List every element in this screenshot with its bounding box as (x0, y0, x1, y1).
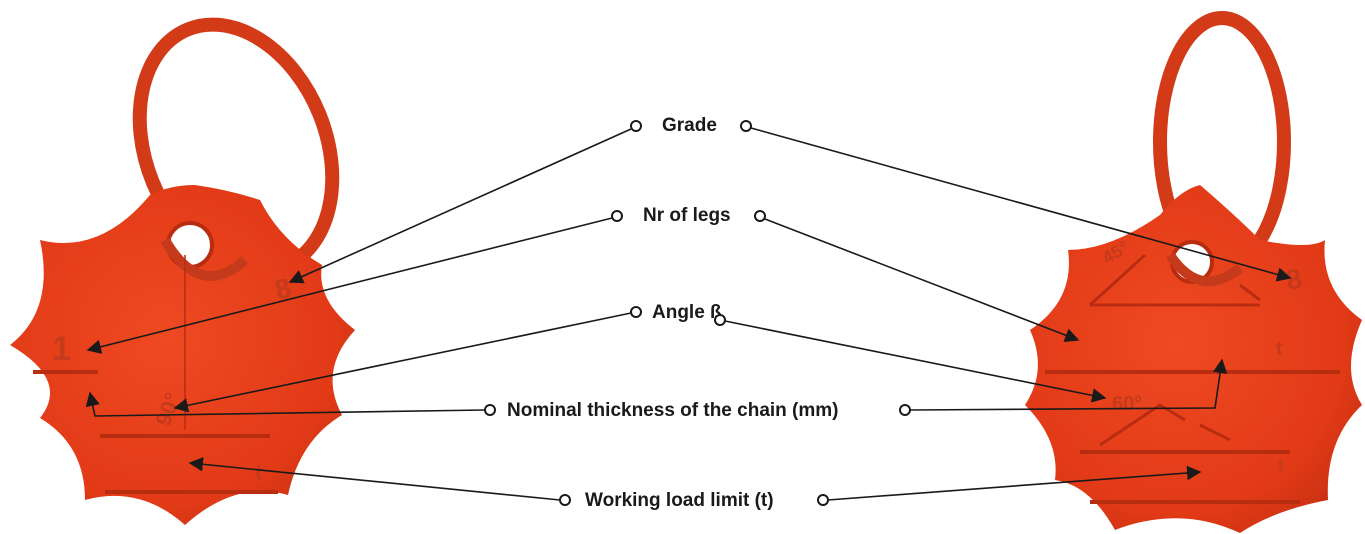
arrow-wll-left (188, 457, 561, 501)
left-tag: 8 1 90° t (10, 17, 355, 525)
arrow-angle-left (173, 312, 632, 413)
label-wll: Working load limit (t) (559, 490, 829, 511)
label-grade: Grade (630, 115, 752, 136)
arrow-thickness-right (909, 358, 1228, 411)
label-angle: Angle ß (630, 302, 726, 326)
label-thickness: Nominal thickness of the chain (mm) (484, 400, 911, 421)
arrow-thickness-left (85, 391, 486, 417)
label-wll-text: Working load limit (t) (585, 490, 774, 511)
connector-lines (85, 127, 1292, 501)
label-grade-text: Grade (662, 115, 717, 136)
arrow-wll-right (827, 465, 1202, 501)
label-thickness-text: Nominal thickness of the chain (mm) (507, 400, 839, 421)
label-legs: Nr of legs (611, 205, 766, 226)
left-tag-body (10, 185, 355, 525)
arrow-legs-right (764, 218, 1080, 343)
right-tag: 45° 8 t 60° t (1025, 11, 1362, 533)
arrow-grade-right (750, 127, 1292, 282)
arrow-angle-right (724, 320, 1107, 403)
right-angle-mark: 60° (1112, 393, 1142, 415)
arrow-grade-left (288, 128, 632, 284)
left-wll-mark: t (255, 460, 263, 485)
label-angle-text: Angle ß (652, 302, 722, 323)
left-legs-mark: 1 (52, 330, 71, 368)
label-legs-text: Nr of legs (643, 205, 731, 226)
right-t-mark-top: t (1276, 338, 1283, 360)
arrow-legs-left (86, 217, 613, 354)
right-wll-mark: t (1278, 456, 1284, 476)
